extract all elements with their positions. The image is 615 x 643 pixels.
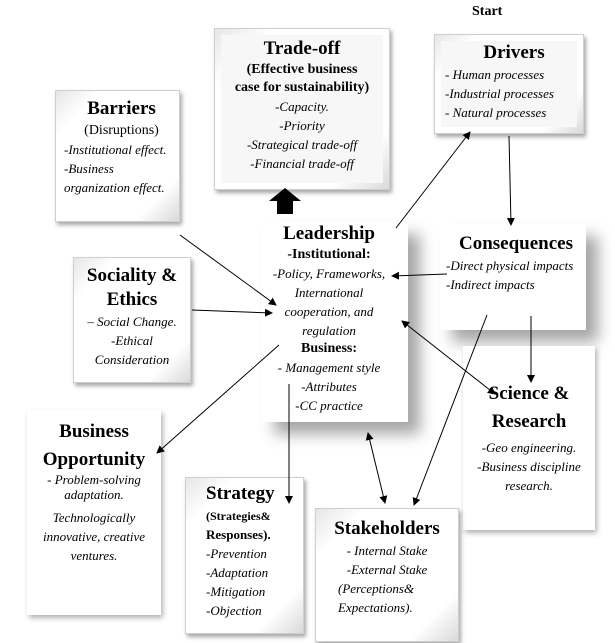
barriers-item: -Institutional effect. [64, 142, 167, 157]
leadership-item: - Management style [277, 360, 381, 375]
drivers-item: - Human processes [445, 67, 545, 82]
consequences-title: Consequences [458, 233, 573, 254]
business-opportunity-item: ventures. [70, 548, 118, 563]
leadership-business-label: Business: [300, 341, 358, 356]
business-opportunity-item: adaptation. [64, 487, 124, 502]
arrow-leadership-drivers [395, 131, 471, 229]
business-opportunity-item: - Problem-solving [47, 472, 141, 487]
leadership-item: cooperation, and [284, 304, 374, 319]
sociality-title: Ethics [106, 289, 158, 310]
tradeoff-item: -Strategical trade-off [246, 137, 358, 152]
strategy-item: -Prevention [206, 546, 267, 561]
thick-up-arrow-icon [269, 188, 301, 214]
tradeoff-item: -Capacity. [275, 99, 329, 114]
drivers-item: - Natural processes [445, 105, 547, 120]
leadership-item: regulation [302, 323, 356, 338]
barriers-node: Barriers (Disruptions) -Institutional ef… [55, 90, 180, 222]
strategy-title: Strategy [206, 483, 275, 504]
sociality-item: – Social Change. [87, 314, 177, 329]
sociality-title: Sociality & [86, 265, 178, 286]
business-opportunity-item: Technologically [52, 510, 136, 525]
business-opportunity-title: Business [59, 421, 129, 442]
arrow-sociality-leadership [191, 308, 273, 317]
tradeoff-node: Trade-off (Effective business case for s… [214, 28, 390, 190]
arrow-drivers-consequences [506, 135, 515, 226]
stakeholders-node: Stakeholders - Internal Stake -External … [315, 508, 459, 642]
arrow-barriers-leadership [179, 234, 277, 306]
drivers-node: Drivers - Human processes -Industrial pr… [434, 34, 584, 134]
drivers-item: -Industrial processes [445, 86, 554, 101]
strategy-subtitle: Responses). [206, 527, 271, 542]
science-item: research. [505, 478, 553, 493]
arrow-consequences-stakeholders [412, 314, 488, 506]
strategy-item: -Adaptation [206, 565, 269, 580]
tradeoff-subtitle: case for sustainability) [234, 80, 370, 95]
consequences-item: -Indirect impacts [446, 277, 535, 292]
consequences-node: Consequences -Direct physical impacts -I… [440, 224, 586, 330]
science-title: Research [491, 411, 567, 432]
leadership-institutional-label: -Institutional: [287, 247, 371, 262]
arrow-consequences-leadership [391, 271, 448, 280]
leadership-item: International [294, 285, 364, 300]
leadership-node: Leadership -Institutional: -Policy, Fram… [262, 222, 408, 422]
sociality-node: Sociality & Ethics – Social Change. -Eth… [73, 257, 191, 383]
strategy-item: -Objection [206, 603, 262, 618]
sociality-item: Consideration [94, 352, 170, 367]
stakeholders-title: Stakeholders [334, 518, 440, 539]
business-opportunity-title: Opportunity [42, 449, 146, 470]
arrow-leadership-science [401, 320, 496, 395]
stakeholders-item: Expectations). [338, 600, 413, 615]
start-label: Start [472, 4, 503, 19]
strategy-subtitle: (Strategies& [206, 509, 271, 523]
barriers-title: Barriers [87, 98, 156, 119]
leadership-title: Leadership [283, 223, 375, 244]
science-item: -Business discipline [477, 459, 581, 474]
leadership-item: -Policy, Frameworks, [272, 266, 386, 281]
consequences-item: -Direct physical impacts [446, 258, 574, 273]
tradeoff-title: Trade-off [263, 38, 341, 59]
tradeoff-item: -Financial trade-off [250, 156, 354, 171]
business-opportunity-item: innovative, creative [42, 529, 146, 544]
tradeoff-subtitle: (Effective business [246, 62, 358, 77]
strategy-item: -Mitigation [206, 584, 266, 599]
sociality-item: -Ethical [111, 333, 153, 348]
tradeoff-item: -Priority [279, 118, 325, 133]
science-item: -Geo engineering. [481, 440, 577, 455]
stakeholders-item: -External Stake [346, 562, 428, 577]
barriers-item: -Business organization effect. [64, 161, 165, 195]
arrow-leadership-stakeholders [365, 432, 388, 504]
stakeholders-item: (Perceptions& [338, 581, 415, 596]
leadership-item: -CC practice [295, 398, 363, 413]
business-opportunity-node: Business Opportunity - Problem-solving a… [27, 410, 161, 615]
science-title: Science & [488, 383, 570, 404]
stakeholders-item: - Internal Stake [346, 543, 428, 558]
strategy-node: Strategy (Strategies& Responses). -Preve… [185, 477, 304, 634]
drivers-title: Drivers [483, 42, 545, 63]
arrow-leadership-business-opportunity [156, 344, 280, 454]
barriers-subtitle: (Disruptions) [84, 123, 159, 138]
leadership-item: -Attributes [301, 379, 357, 394]
